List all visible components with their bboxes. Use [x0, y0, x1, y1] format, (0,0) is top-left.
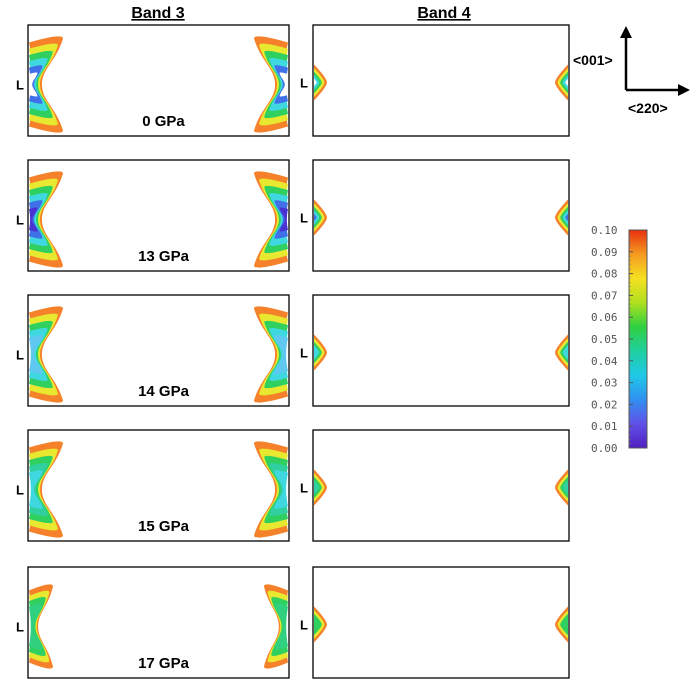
- band-4-panel: L: [300, 429, 570, 542]
- colorbar-tick-label: 0.08: [591, 268, 618, 281]
- contour-left: [314, 78, 317, 87]
- colorbar-tick-label: 0.10: [591, 224, 618, 237]
- band-3-panel: L 17 GPa: [16, 566, 290, 679]
- l-point-label: L: [16, 78, 24, 93]
- contour-right: [274, 470, 288, 509]
- pressure-row: L 14 GPa L: [16, 294, 570, 407]
- l-point-label: L: [300, 481, 308, 496]
- band-4-panel: L: [300, 566, 570, 679]
- colorbar-tick-label: 0.07: [591, 289, 618, 302]
- pressure-row: L 17 GPa L: [16, 566, 570, 679]
- l-point-label: L: [16, 348, 24, 363]
- band-4-header: Band 4: [417, 5, 470, 22]
- contour-left: [314, 480, 320, 495]
- l-point-label: L: [16, 620, 24, 635]
- contour-right: [279, 207, 288, 232]
- colorbar-ticks: 0.10 0.09 0.08 0.07 0.06 0.05 0.04 0.03 0.02 0.01…: [591, 224, 633, 455]
- contour-right: [279, 72, 288, 97]
- colorbar-tick-label: 0.03: [591, 377, 618, 390]
- colorbar-tick-label: 0.09: [591, 246, 618, 259]
- l-point-label: L: [300, 76, 308, 91]
- direction-001-label: <001>: [573, 52, 613, 68]
- l-point-label: L: [300, 211, 308, 226]
- band-4-frame: [312, 566, 570, 679]
- band-4-panel: L: [300, 159, 570, 272]
- band-3-panel: L 13 GPa: [16, 159, 290, 272]
- band-3-panel: L 0 GPa: [16, 24, 290, 137]
- band-3-frame: [27, 294, 290, 407]
- band-4-panel: L: [300, 24, 570, 137]
- colorbar-tick-label: 0.01: [591, 420, 618, 433]
- contour-left: [29, 207, 38, 232]
- band-3-panel: L 14 GPa: [16, 294, 290, 407]
- l-point-label: L: [300, 346, 308, 361]
- contour-left: [314, 345, 320, 360]
- contour-left: [29, 72, 38, 97]
- colorbar-tick-label: 0.04: [591, 355, 618, 368]
- colorbar-tick-label: 0.00: [591, 442, 618, 455]
- horizontal-arrow-head: [678, 84, 690, 96]
- colorbar-tick-label: 0.02: [591, 398, 618, 411]
- contour-left: [314, 613, 322, 636]
- l-point-label: L: [16, 483, 24, 498]
- pressure-label: 0 GPa: [142, 113, 185, 130]
- band-4-frame: [312, 159, 570, 272]
- pressure-label: 15 GPa: [138, 518, 190, 535]
- contour-right: [560, 613, 568, 636]
- crystal-direction-indicator: <001> <220>: [573, 26, 690, 116]
- pressure-label: 13 GPa: [138, 248, 190, 265]
- band-4-frame: [312, 294, 570, 407]
- pressure-label: 17 GPa: [138, 655, 190, 672]
- vertical-arrow-head: [620, 26, 632, 38]
- pressure-row: L 13 GPa L: [16, 159, 570, 272]
- colorbar-tick-label: 0.06: [591, 311, 618, 324]
- contour-right: [562, 345, 568, 360]
- colorbar-tick-label: 0.05: [591, 333, 618, 346]
- contour-left: [29, 603, 43, 650]
- band-3-frame: [27, 429, 290, 542]
- contour-left: [29, 470, 43, 509]
- l-point-label: L: [300, 618, 308, 633]
- band-3-frame: [27, 566, 290, 679]
- pressure-row: L 15 GPa L: [16, 429, 570, 542]
- direction-220-label: <220>: [628, 100, 668, 116]
- band-3-frame: [27, 159, 290, 272]
- l-point-label: L: [16, 213, 24, 228]
- contour-right: [274, 603, 288, 650]
- pressure-row: L 0 GPa L: [16, 24, 570, 137]
- contour-left: [314, 213, 317, 222]
- band-3-header: Band 3: [131, 5, 184, 22]
- band-4-frame: [312, 429, 570, 542]
- contour-right: [565, 78, 568, 87]
- contour-right: [562, 480, 568, 495]
- band-3-panel: L 15 GPa: [16, 429, 290, 542]
- contour-right: [274, 335, 288, 374]
- contour-right: [565, 213, 568, 222]
- pressure-label: 14 GPa: [138, 383, 190, 400]
- band-4-panel: L: [300, 294, 570, 407]
- band-3-frame: [27, 24, 290, 137]
- contour-left: [29, 335, 43, 374]
- band-4-frame: [312, 24, 570, 137]
